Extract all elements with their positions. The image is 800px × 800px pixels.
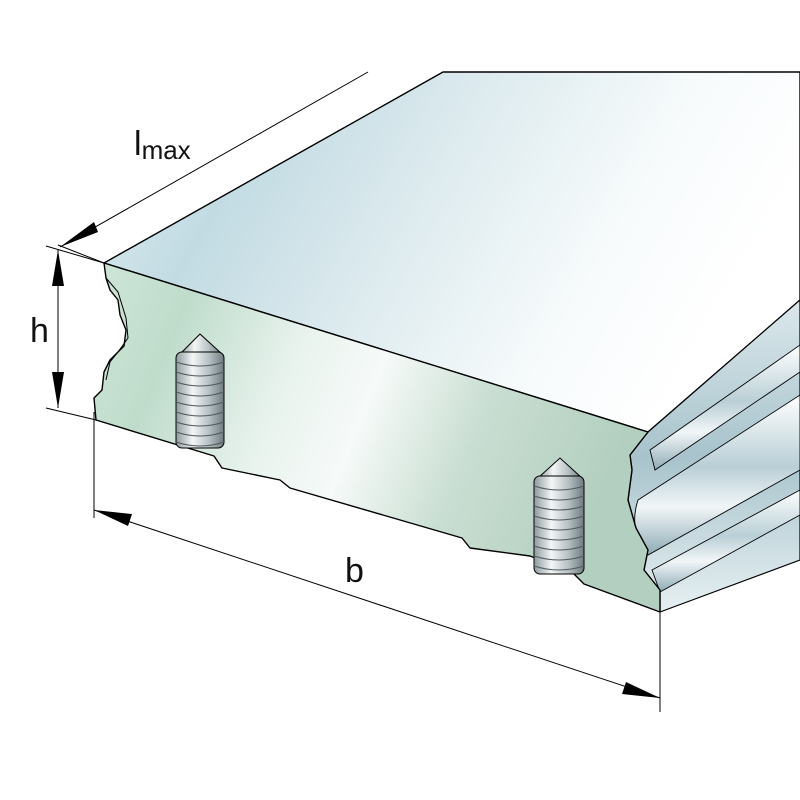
rail-groove-upper [649, 344, 800, 471]
rail-left-notch [105, 277, 129, 381]
rail-groove-lower [651, 489, 800, 593]
rail-front-face [93, 262, 661, 613]
dimension-length [57, 71, 369, 264]
length-label: lmax [134, 125, 191, 165]
dimension-width [93, 412, 661, 712]
dimension-height [45, 245, 105, 421]
screw-left [175, 333, 225, 449]
screw-right [533, 457, 585, 575]
width-label: b [345, 552, 364, 590]
height-label: h [30, 312, 49, 350]
